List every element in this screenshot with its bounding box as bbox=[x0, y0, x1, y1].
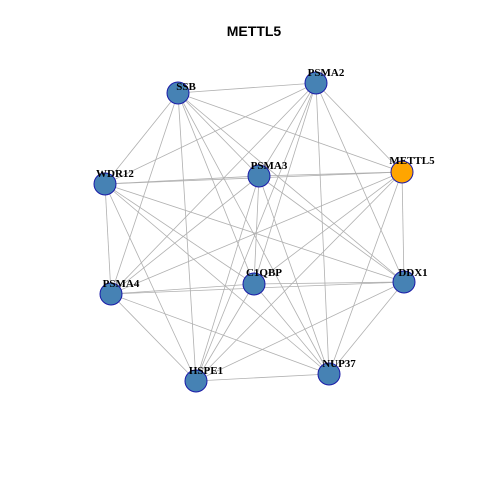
edge-wdr12-nup37 bbox=[104, 183, 330, 375]
node-circle-ddx1 bbox=[392, 270, 416, 294]
edge-wdr12-hspe1 bbox=[104, 183, 197, 382]
node-label-wdr12: WDR12 bbox=[96, 168, 134, 180]
node-nup37: NUP37 bbox=[317, 358, 356, 386]
node-circle-psma3 bbox=[247, 164, 271, 188]
node-label-ddx1: DDX1 bbox=[398, 267, 427, 279]
edge-psma2-psma4 bbox=[110, 82, 317, 295]
edge-ssb-nup37 bbox=[177, 92, 330, 375]
edge-psma3-psma4 bbox=[110, 175, 260, 295]
edge-psma3-mettl5 bbox=[258, 171, 403, 177]
node-wdr12: WDR12 bbox=[93, 168, 134, 196]
node-ssb: SSB bbox=[166, 81, 196, 105]
node-label-c1qbp: C1QBP bbox=[246, 267, 282, 279]
edge-psma3-c1qbp bbox=[253, 175, 260, 285]
node-mettl5: METTL5 bbox=[389, 155, 435, 184]
edge-wdr12-psma4 bbox=[104, 183, 112, 295]
edge-ssb-wdr12 bbox=[104, 92, 179, 185]
node-circle-ssb bbox=[166, 81, 190, 105]
edge-mettl5-hspe1 bbox=[195, 171, 403, 382]
edge-psma2-mettl5 bbox=[315, 82, 403, 173]
edge-mettl5-ddx1 bbox=[401, 171, 405, 283]
edge-psma4-nup37 bbox=[110, 293, 330, 375]
edge-c1qbp-hspe1 bbox=[195, 283, 255, 382]
edge-psma3-nup37 bbox=[258, 175, 330, 375]
edge-mettl5-nup37 bbox=[328, 171, 403, 375]
edge-ddx1-hspe1 bbox=[195, 281, 405, 382]
node-hspe1: HSPE1 bbox=[184, 365, 223, 393]
node-circle-hspe1 bbox=[184, 369, 208, 393]
node-label-ssb: SSB bbox=[176, 81, 196, 93]
edge-mettl5-c1qbp bbox=[253, 171, 403, 285]
edge-wdr12-c1qbp bbox=[104, 183, 255, 285]
diagram-title: METTL5 bbox=[227, 23, 282, 39]
edge-ssb-ddx1 bbox=[177, 92, 405, 283]
node-psma4: PSMA4 bbox=[99, 278, 140, 306]
edge-ssb-mettl5 bbox=[177, 92, 403, 173]
edge-mettl5-psma4 bbox=[110, 171, 403, 295]
edge-psma2-nup37 bbox=[315, 82, 330, 375]
edge-ddx1-nup37 bbox=[328, 281, 405, 375]
edge-psma2-ddx1 bbox=[315, 82, 405, 283]
edge-wdr12-psma3 bbox=[104, 175, 260, 185]
edge-psma2-wdr12 bbox=[104, 82, 317, 185]
node-circle-psma4 bbox=[99, 282, 123, 306]
edge-psma3-ddx1 bbox=[258, 175, 405, 283]
node-circle-wdr12 bbox=[93, 172, 117, 196]
edge-psma2-psma3 bbox=[258, 82, 317, 177]
node-circle-mettl5 bbox=[390, 160, 414, 184]
edge-c1qbp-ddx1 bbox=[253, 281, 405, 285]
node-ddx1: DDX1 bbox=[392, 267, 428, 294]
edge-ssb-psma3 bbox=[177, 92, 260, 177]
node-circle-c1qbp bbox=[242, 272, 266, 296]
edge-psma4-hspe1 bbox=[110, 293, 197, 382]
edge-hspe1-nup37 bbox=[195, 373, 330, 382]
node-label-mettl5: METTL5 bbox=[389, 155, 435, 167]
node-label-psma4: PSMA4 bbox=[103, 278, 140, 290]
node-label-psma2: PSMA2 bbox=[308, 67, 345, 79]
edge-ssb-hspe1 bbox=[177, 92, 197, 382]
node-psma3: PSMA3 bbox=[247, 160, 288, 188]
node-circle-psma2 bbox=[304, 71, 328, 95]
node-circle-nup37 bbox=[317, 362, 341, 386]
edge-psma3-hspe1 bbox=[195, 175, 260, 382]
edge-ssb-psma2 bbox=[177, 82, 317, 94]
edge-wdr12-ddx1 bbox=[104, 183, 405, 283]
edge-c1qbp-nup37 bbox=[253, 283, 330, 375]
node-label-hspe1: HSPE1 bbox=[189, 365, 223, 377]
edge-psma2-c1qbp bbox=[253, 82, 317, 285]
node-label-nup37: NUP37 bbox=[322, 358, 356, 370]
node-label-psma3: PSMA3 bbox=[251, 160, 288, 172]
edge-ssb-psma4 bbox=[110, 92, 179, 295]
edge-c1qbp-psma4 bbox=[110, 283, 255, 295]
node-c1qbp: C1QBP bbox=[242, 267, 282, 296]
edge-ssb-c1qbp bbox=[177, 92, 255, 285]
node-psma2: PSMA2 bbox=[304, 67, 345, 95]
edge-layer bbox=[104, 82, 405, 382]
edge-psma2-hspe1 bbox=[195, 82, 317, 382]
